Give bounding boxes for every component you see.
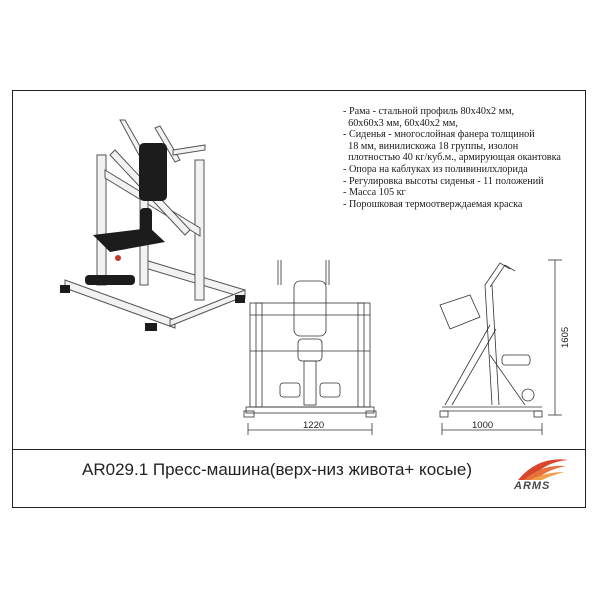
title-block-divider xyxy=(12,449,586,450)
spec-line: - Регулировка высоты сиденья - 11 положе… xyxy=(343,175,544,187)
height-dimension: 1605 xyxy=(560,326,571,348)
spec-line: плотностью 40 кг/куб.м., армирующая окан… xyxy=(343,152,561,164)
adjustment-pin xyxy=(115,255,121,261)
spec-list: - Рама - стальной профиль 80х40х2 мм, 60… xyxy=(343,106,583,210)
back-pad xyxy=(139,143,167,201)
product-caption: AR029.1 Пресс-машина(верх-низ живота+ ко… xyxy=(82,460,472,479)
spec-line: - Рама - стальной профиль 80х40х2 мм, xyxy=(343,106,515,117)
side-view-drawing xyxy=(439,259,562,435)
spec-line: - Порошковая термоотверждаемая краска xyxy=(343,198,523,210)
arms-logo-icon xyxy=(518,459,568,480)
spec-line: - Масса 105 кг xyxy=(343,187,406,199)
machine-3d-render xyxy=(60,119,246,331)
spec-line: - Опора на каблуках из поливинилхлорида xyxy=(343,163,528,175)
drawing-sheet-border xyxy=(12,90,586,508)
spec-line: 18 мм, винилискожа 18 группы, изолон xyxy=(343,140,519,152)
spec-line: - Сиденья - многослойная фанера толщиной xyxy=(343,129,535,141)
foot-roller xyxy=(85,275,135,285)
front-view-drawing xyxy=(243,260,377,435)
brand-wordmark: ARMS xyxy=(514,480,551,492)
front-width-dimension: 1220 xyxy=(303,420,325,431)
spec-line: 60х60х3 мм, 60х40х2 мм, xyxy=(343,117,458,129)
side-depth-dimension: 1000 xyxy=(472,420,494,431)
